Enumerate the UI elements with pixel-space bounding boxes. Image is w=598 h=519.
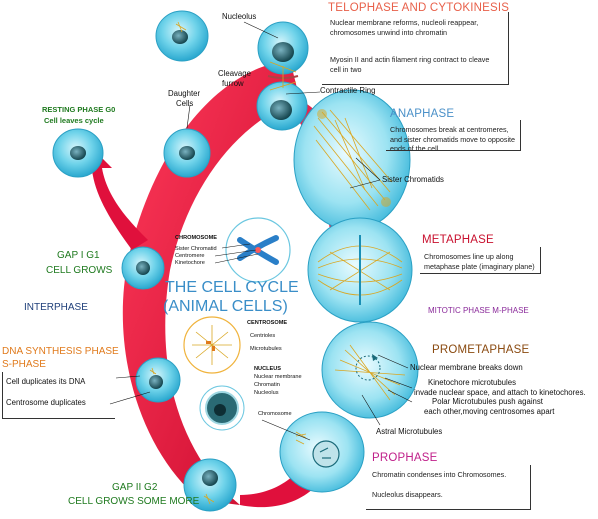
- kinetochore-mt-label-2: invade nuclear space, and attach to kine…: [414, 388, 586, 397]
- daughter-cells-label-1: Daughter: [168, 89, 201, 98]
- centrosome-legend-title: CENTROSOME: [247, 320, 288, 326]
- centrosome-legend-item-1: Centrioles: [250, 333, 276, 339]
- polar-mt-label-1: Polar Microtubules push against: [432, 397, 543, 406]
- polar-mt-label-2: each other,moving centrosomes apart: [424, 407, 555, 416]
- chromosome-legend-item-1: Sister Chromatid: [175, 246, 217, 252]
- s-phase-label2: Centrosome duplicates: [6, 398, 86, 407]
- metaphase-title: METAPHASE: [422, 234, 494, 246]
- metaphase-desc: Chromosomes line up along metaphase plat…: [424, 252, 535, 271]
- g0-cell: [52, 128, 104, 178]
- s-phase-cell: [135, 357, 181, 403]
- telophase-bracket: [322, 12, 509, 85]
- g1-cell: [121, 246, 165, 290]
- interphase-label: INTERPHASE: [24, 302, 88, 313]
- nucleolus-label: Nucleolus: [222, 12, 257, 21]
- prometaphase-cell: [321, 321, 419, 419]
- chromosome-legend-graphic: [214, 217, 291, 283]
- daughter-cells-label-2: Cells: [176, 99, 194, 108]
- nuclear-membrane-breaks-label: Nuclear membrane breaks down: [410, 363, 523, 372]
- g2-cell: [183, 458, 237, 512]
- nucleus-legend-item-2: Chromatin: [254, 382, 280, 388]
- chromosome-legend-item-3: Kinetochore: [175, 260, 205, 266]
- telophase-cells: [256, 21, 309, 131]
- cleavage-furrow-label-2: furrow: [222, 79, 244, 88]
- diagram-title-line1: THE CELL CYCLE: [165, 279, 299, 296]
- prophase-title: PROPHASE: [372, 452, 438, 464]
- telophase-title: TELOPHASE AND CYTOKINESIS: [328, 2, 510, 14]
- nucleus-legend-item-3: Nucleolus: [254, 390, 279, 396]
- kinetochore-mt-label-1: Kinetochore microtubules: [428, 378, 516, 387]
- metaphase-bracket: [420, 247, 541, 274]
- s-phase-label1: Cell duplicates its DNA: [6, 377, 86, 386]
- gap1-line2: CELL GROWS: [46, 265, 113, 276]
- contractile-ring-label: Contractile Ring: [320, 86, 376, 95]
- s-phase-bracket: [2, 372, 115, 419]
- sister-chromatids-label: Sister Chromatids: [382, 175, 444, 184]
- prophase-desc-2: Nucleolus disappears.: [372, 490, 443, 499]
- anaphase-title: ANAPHASE: [390, 108, 455, 120]
- gap2-line2: CELL GROWS SOME MORE: [68, 496, 200, 507]
- resting-phase-line1: RESTING PHASE G0: [42, 105, 116, 114]
- astral-mt-label: Astral Microtubules: [376, 427, 443, 436]
- gap1-line1: GAP I G1: [57, 250, 100, 261]
- metaphase-cell: [307, 217, 413, 323]
- daughter-cell-bottom: [163, 128, 211, 178]
- s-phase-line1: DNA SYNTHESIS PHASE: [2, 346, 119, 357]
- leader-lines: [109, 21, 413, 441]
- daughter-cell-top: [155, 10, 209, 62]
- g0-arrow: [82, 148, 148, 250]
- anaphase-bracket: [386, 120, 521, 151]
- cleavage-furrow-label-1: Cleavage: [218, 69, 251, 78]
- nucleus-legend-item-1: Nuclear membrane: [254, 374, 302, 380]
- telophase-desc-1: Nuclear membrane reforms, nucleoli reapp…: [330, 18, 479, 37]
- resting-phase-line2: Cell leaves cycle: [44, 116, 104, 125]
- chromosome-legend-title: CHROMOSOME: [175, 235, 217, 241]
- anaphase-desc: Chromosomes break at centromeres, and si…: [390, 125, 516, 154]
- diagram-title-line2: (ANIMAL CELLS): [163, 298, 288, 315]
- nucleus-legend-graphic: [199, 385, 245, 431]
- centrosome-legend-item-2: Microtubules: [250, 346, 282, 352]
- prophase-cell: [279, 411, 365, 493]
- s-phase-line2: S-PHASE: [2, 359, 46, 370]
- mitotic-phase-label: MITOTIC PHASE M-PHASE: [428, 306, 529, 315]
- prophase-bracket: [366, 465, 531, 510]
- prophase-desc-1: Chromatin condenses into Chromosomes.: [372, 470, 507, 479]
- gap2-line1: GAP II G2: [112, 482, 158, 493]
- prometaphase-title: PROMETAPHASE: [432, 344, 530, 356]
- telophase-desc-2: Myosin II and actin filament ring contra…: [330, 55, 490, 74]
- chromosome-small-label: Chromosome: [258, 411, 292, 417]
- nucleus-legend-title: NUCLEUS: [254, 366, 282, 372]
- centrosome-legend-graphic: [183, 316, 241, 374]
- chromosome-legend-item-2: Centromere: [175, 253, 205, 259]
